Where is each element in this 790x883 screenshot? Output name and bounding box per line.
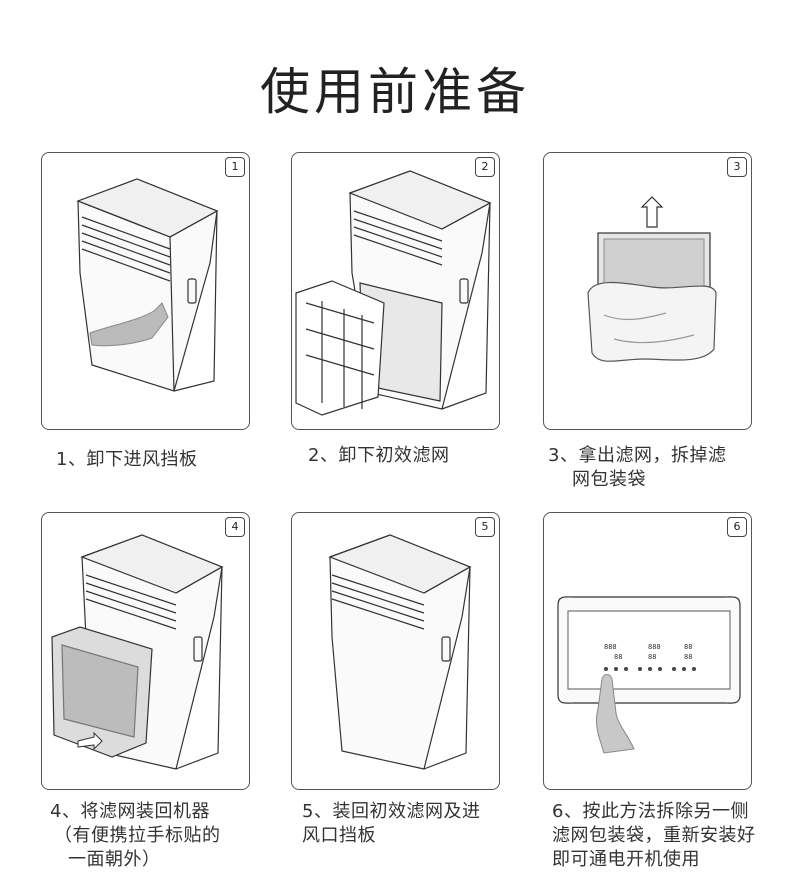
step-4-caption: 4、将滤网装回机器 （有便携拉手标贴的 一面朝外）: [50, 800, 221, 872]
purifier-illustration: [51, 534, 224, 770]
display-readout-aqi: 888: [648, 643, 661, 651]
step-number-badge: 2: [475, 157, 495, 177]
caption-line: 2、卸下初效滤网: [308, 445, 450, 466]
display-readout-filter: 88: [684, 653, 692, 661]
caption-line: 即可通电开机使用: [552, 849, 700, 870]
step-3-caption: 3、拿出滤网，拆掉滤 网包装袋: [548, 444, 726, 492]
caption-line: 3、拿出滤网，拆掉滤: [548, 445, 727, 466]
step-1-panel: 1: [41, 152, 250, 430]
step-4-panel: 4: [41, 512, 250, 790]
step-number-badge: 4: [225, 517, 245, 537]
caption-line: 1、卸下进风挡板: [56, 449, 198, 470]
page-title: 使用前准备: [260, 63, 530, 121]
caption-line: 滤网包装袋，重新安装好: [552, 825, 756, 846]
caption-line: 6、按此方法拆除另一侧: [552, 801, 749, 822]
step-number-badge: 3: [727, 157, 747, 177]
step-3-panel: 3: [543, 152, 752, 430]
step-5-panel: 5: [291, 512, 500, 790]
display-readout-timer: 88: [614, 653, 622, 661]
purifier-illustration: [328, 534, 472, 770]
display-readout-pm25: 888: [604, 643, 617, 651]
caption-line: 4、将滤网装回机器: [50, 801, 210, 822]
caption-line: 网包装袋: [572, 469, 646, 490]
step-1-caption: 1、卸下进风挡板: [56, 448, 197, 472]
hand-icon: [89, 302, 169, 347]
arrow-right-icon: [77, 731, 103, 751]
purifier-illustration: [76, 178, 219, 392]
caption-line: 5、装回初效滤网及进: [302, 801, 481, 822]
step-2-caption: 2、卸下初效滤网: [308, 444, 449, 468]
caption-line: 风口挡板: [302, 825, 376, 846]
arrow-up-icon: [640, 196, 664, 228]
filter-illustration: [587, 196, 717, 362]
finger-pointer-icon: [595, 674, 635, 754]
step-6-panel: 888 888 88 88 88 88 6: [543, 512, 752, 790]
display-readout-humidity: 88: [648, 653, 656, 661]
step-6-caption: 6、按此方法拆除另一侧 滤网包装袋，重新安装好 即可通电开机使用: [552, 800, 756, 872]
step-number-badge: 5: [475, 517, 495, 537]
display-readout-temp: 88: [684, 643, 692, 651]
step-5-caption: 5、装回初效滤网及进 风口挡板: [302, 800, 480, 848]
purifier-illustration: [295, 170, 492, 416]
control-panel-illustration: 888 888 88 88 88 88: [557, 596, 741, 754]
step-2-panel: 2: [291, 152, 500, 430]
step-number-badge: 6: [727, 517, 747, 537]
caption-line: （有便携拉手标贴的: [54, 825, 221, 846]
step-number-badge: 1: [225, 157, 245, 177]
caption-line: 一面朝外）: [68, 849, 161, 870]
